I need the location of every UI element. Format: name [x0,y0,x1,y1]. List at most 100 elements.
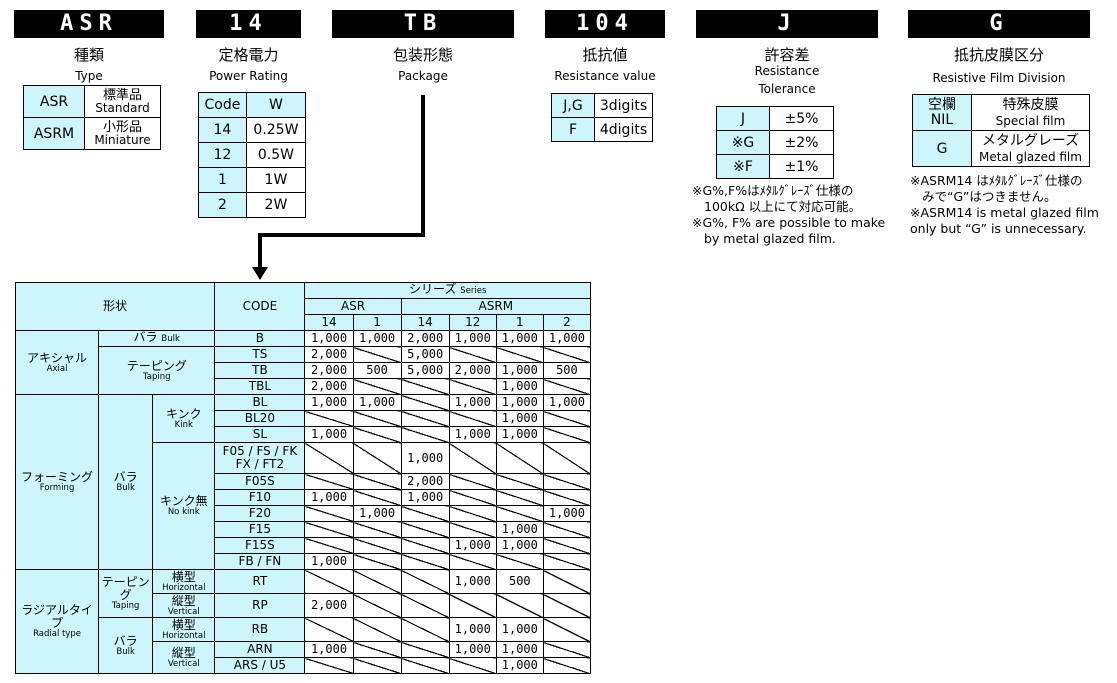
quantity-cell: 1,000 [495,617,544,642]
col-asrm-14: 14 [400,314,450,331]
power-watt: 0.25W [245,117,307,143]
package-code-cell: F05 / FS / FK FX / FT2 [214,442,306,474]
package-code-cell: TS [214,346,306,363]
axial-label-en: Axial [46,363,68,374]
package-code-cell: FB / FN [214,553,306,570]
axial-bulk-jp: バラ [133,330,158,344]
not-available-cell [400,410,450,427]
quantity-cell: 1,000 [495,362,544,379]
not-available-cell [495,442,544,474]
tolerance-notes: ※G%,F%はﾒﾀﾙｸﾞﾚｰｽﾞ仕様の 100kΩ 以上にて対応可能。 ※G%,… [692,183,892,247]
quantity-cell: 1,000 [495,330,544,347]
package-code-cell: SL [214,426,306,443]
film-jp-special: 特殊皮膜 [1002,96,1059,113]
horizontal-en: Horizontal [162,582,206,593]
film-note-en2: only but “G” is unnecessary. [910,221,1087,236]
quantity-cell: 5,000 [400,362,450,379]
code-header: CODE [214,282,306,331]
quantity-cell: 1,000 [304,489,354,506]
horizontal-jp: 横型 [171,569,196,584]
not-available-cell [542,617,592,642]
film-note-en1: ※ASRM14 is metal glazed film [910,205,1099,220]
quantity-cell: 1,000 [304,553,354,570]
not-available-cell [304,569,354,594]
resistance-label-en: Resistance value [554,69,656,83]
not-available-cell [352,569,402,594]
not-available-cell [495,505,544,522]
not-available-cell [352,657,402,674]
power-code: 14 [198,117,247,143]
shape-header: 形状 [14,282,216,331]
not-available-cell [542,410,592,427]
not-available-cell [352,346,402,363]
type-en-standard: Standard [95,100,150,115]
package-arrow-icon [252,95,425,280]
package-code-cell: RB [214,617,306,642]
not-available-cell [448,442,497,474]
type-code-box: ASR [14,10,164,38]
film-en-metal: Metal glazed film [979,149,1082,164]
package-code-cell: F15 [214,521,306,538]
quantity-cell: 500 [495,569,544,594]
not-available-cell [352,473,402,490]
radial-taping-en: Taping [111,601,140,611]
not-available-cell [448,378,497,395]
quantity-cell: 1,000 [495,410,544,427]
not-available-cell [495,553,544,570]
not-available-cell [352,537,402,554]
film-label-jp: 抵抗皮膜区分 [953,46,1044,64]
quantity-cell: 1,000 [448,641,497,658]
col-asrm-12: 12 [448,314,497,331]
power-head-w: W [245,92,307,118]
radial-bulk-en: Bulk [116,646,135,657]
package-code-cell: F15S [214,537,306,554]
package-code-cell: B [214,330,306,347]
film-en-special: Special film [995,113,1066,128]
not-available-cell [352,521,402,538]
tolerance-code-box: J [696,10,878,38]
tol-note-jp1: ※G%,F%はﾒﾀﾙｸﾞﾚｰｽﾞ仕様の [692,183,854,198]
not-available-cell [352,617,402,642]
quantity-cell: 1,000 [304,641,354,658]
resistance-label-jp: 抵抗値 [582,46,628,64]
type-jp-standard: 標準品 [102,87,142,103]
package-code-cell: TBL [214,378,306,395]
film-note-jp2: みで“G”はつきません。 [922,189,1057,204]
package-code-cell: BL [214,394,306,411]
forming-bulk-en: Bulk [116,483,135,493]
quantity-cell: 2,000 [448,362,497,379]
quantity-cell: 500 [542,362,592,379]
horizontal-en: Horizontal [162,630,206,641]
film-note-jp1: ※ASRM14 はﾒﾀﾙｸﾞﾚｰｽﾞ仕様の [910,173,1083,188]
tol-value: ±1% [769,154,834,179]
power-watt: 0.5W [245,142,307,168]
vertical-jp: 縦型 [171,593,196,608]
quantity-cell: 1,000 [400,489,450,506]
not-available-cell [352,641,402,658]
col-asrm-2: 2 [542,314,592,331]
package-code-cell: RT [214,569,306,594]
not-available-cell [352,410,402,427]
not-available-cell [400,617,450,642]
not-available-cell [352,378,402,395]
forming-label-en: Forming [39,483,75,493]
axial-taping-en: Taping [142,371,171,382]
type-en-miniature: Miniature [94,132,151,147]
not-available-cell [352,442,402,474]
vertical-en: Vertical [167,606,200,617]
power-head-code: Code [198,92,247,118]
tol-code: J [716,106,770,131]
quantity-cell: 5,000 [400,346,450,363]
not-available-cell [400,553,450,570]
not-available-cell [448,553,497,570]
quantity-cell: 2,000 [304,346,354,363]
not-available-cell [352,426,402,443]
not-available-cell [542,537,592,554]
not-available-cell [352,489,402,506]
power-code: 12 [198,142,247,168]
